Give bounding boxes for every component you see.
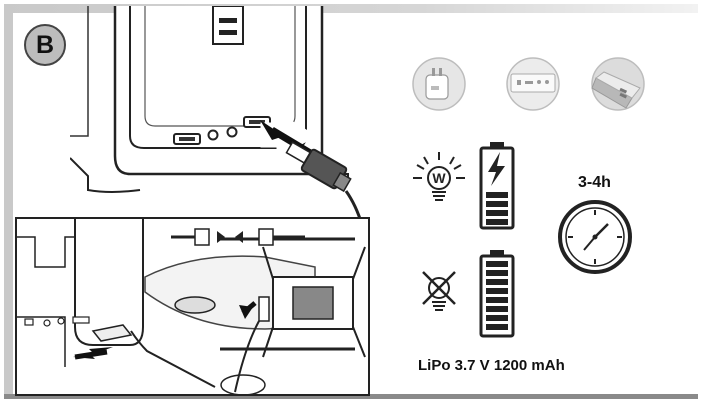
- battery-spec-label: LiPo 3.7 V 1200 mAh: [418, 357, 565, 374]
- power-bank-icon: [506, 57, 560, 111]
- frame-border-top: [4, 4, 698, 13]
- wall-adapter-icon: [412, 57, 466, 111]
- led-lit-icon: W: [413, 152, 465, 201]
- connector-detail-inset: [15, 217, 370, 396]
- battery-full-icon: [479, 250, 515, 338]
- led-off-icon: [422, 271, 456, 311]
- power-bank-icon: [591, 57, 645, 111]
- clock-icon: [558, 200, 632, 274]
- battery-charging-icon: [479, 142, 515, 230]
- step-badge: B: [24, 24, 66, 66]
- svg-text:W: W: [432, 170, 446, 186]
- frame-border-left: [4, 4, 13, 399]
- frame-border-bottom: [4, 394, 698, 399]
- charge-duration: 3-4h: [578, 174, 611, 191]
